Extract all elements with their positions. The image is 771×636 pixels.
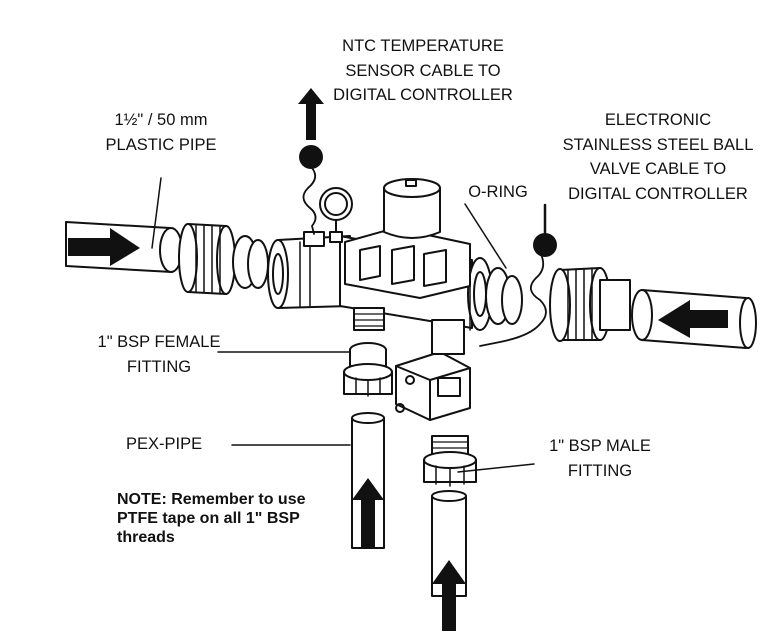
- ball-valve-cable-end-icon: [533, 233, 557, 257]
- ball-valve-cable: [479, 251, 547, 347]
- o-ring-label: O-RING: [468, 183, 528, 201]
- left-flow-arrow-icon: [68, 228, 140, 266]
- bsp-male-fitting: [423, 435, 477, 487]
- right-up-arrow-icon: [432, 560, 466, 631]
- leader-lines: [151, 177, 535, 473]
- valve-body: [267, 178, 493, 331]
- bsp-female-fitting: [343, 342, 393, 397]
- male-stub: [431, 319, 465, 355]
- ball-valve-actuator: [395, 351, 471, 421]
- ntc-sensor-cable: [302, 167, 317, 235]
- ptfe-tape-note: NOTE: Remember to use PTFE tape on all 1…: [117, 491, 306, 546]
- ball-valve-cable-label: ELECTRONIC STAINLESS STEEL BALL VALVE CA…: [562, 111, 754, 203]
- female-stub: [353, 307, 385, 331]
- right-union-nut: [485, 267, 631, 342]
- pex-pipe-right: [431, 490, 467, 597]
- right-flow-arrow-icon: [658, 300, 728, 338]
- bsp-female-label: 1" BSP FEMALE FITTING: [97, 333, 221, 376]
- ntc-cable-label: NTC TEMPERATURE SENSOR CABLE TO DIGITAL …: [333, 37, 513, 104]
- left-union-nut: [178, 223, 269, 295]
- left-up-arrow-icon: [352, 478, 384, 548]
- ntc-up-arrow-icon: [298, 88, 324, 140]
- pex-pipe-label: PEX-PIPE: [126, 435, 203, 453]
- plastic-pipe-label: 1½" / 50 mm PLASTIC PIPE: [105, 111, 217, 154]
- bsp-male-label: 1" BSP MALE FITTING: [549, 437, 651, 480]
- ntc-cable-end-icon: [299, 145, 323, 169]
